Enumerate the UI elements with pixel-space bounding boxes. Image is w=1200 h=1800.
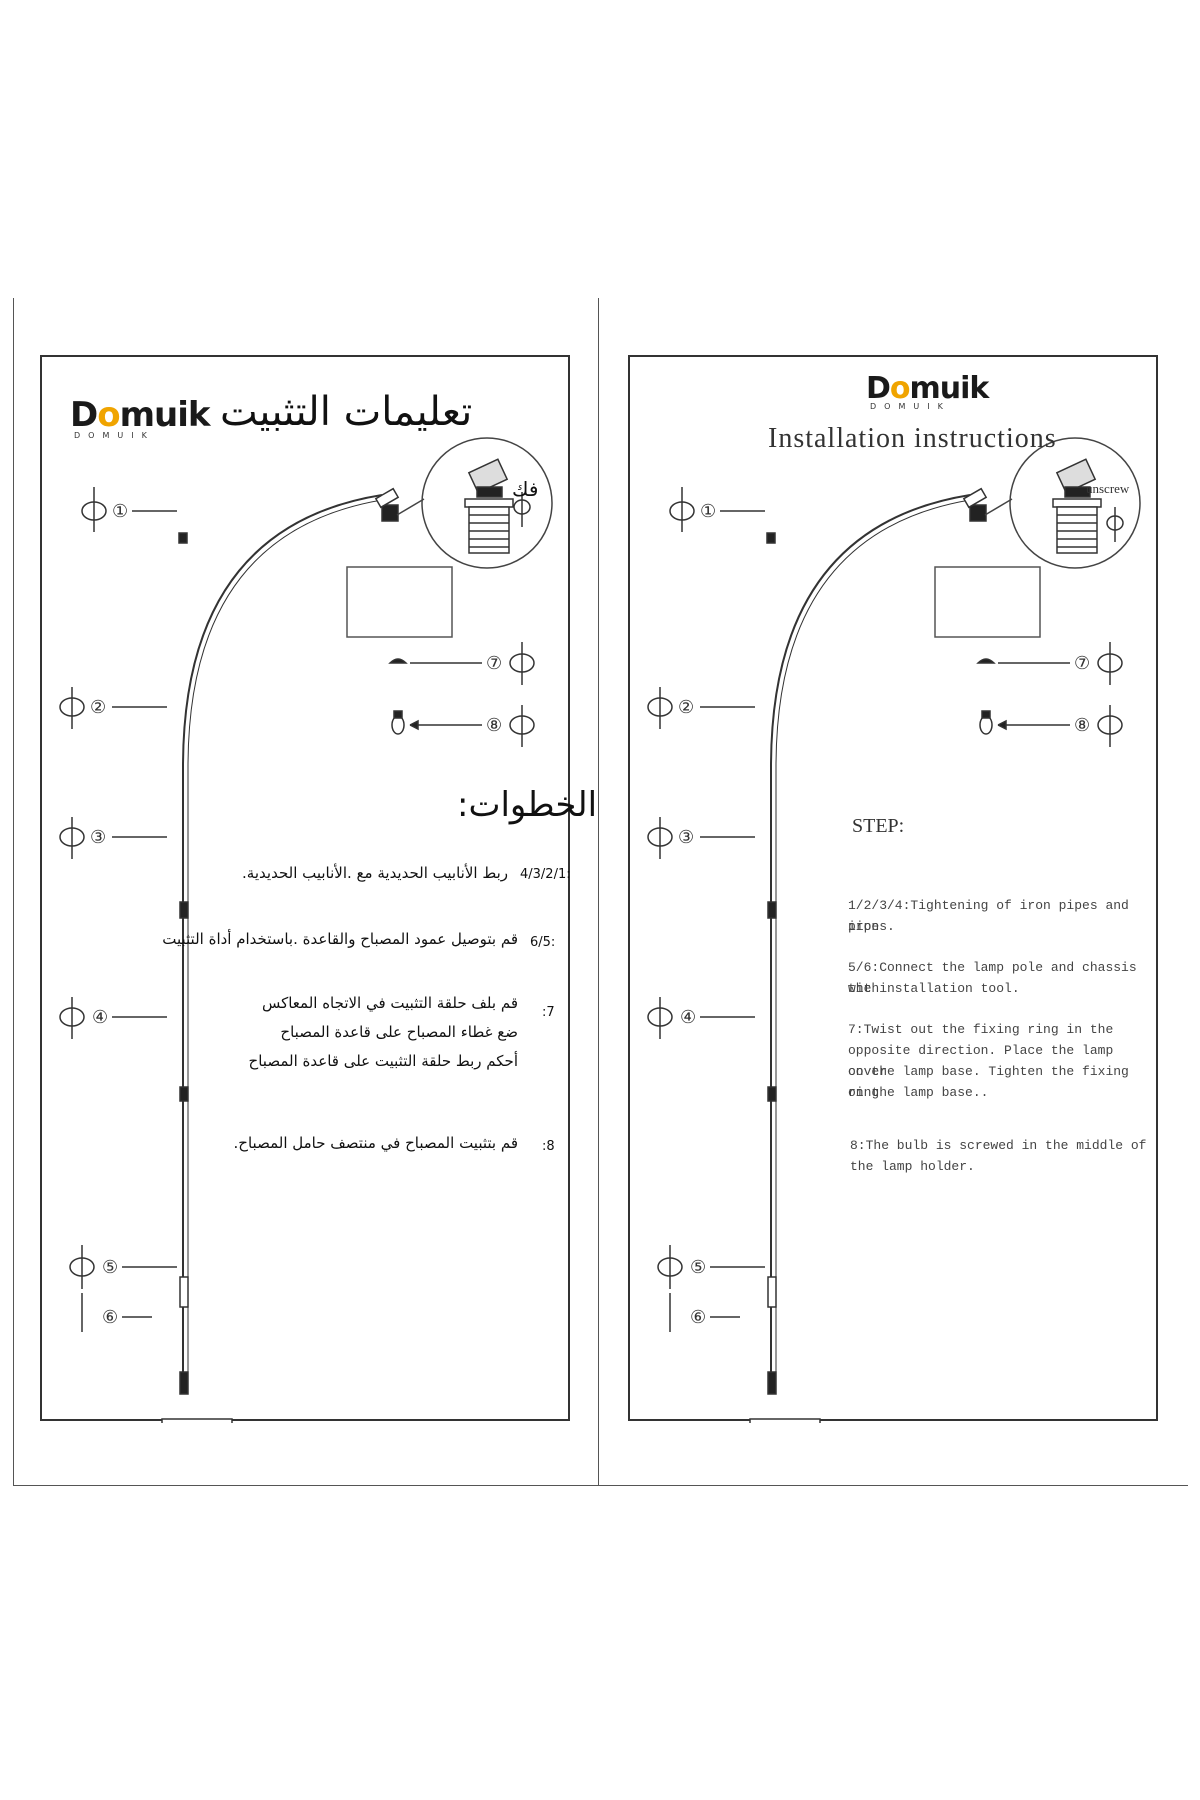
steps-heading: STEP: <box>852 815 905 837</box>
step-4-text: قم بتثبيت المصباح في منتصف حامل المصباح. <box>233 1134 518 1152</box>
english-instructions-panel: ① ② ③ ④ ⑤ ⑥ ⑦ ⑧ Domuik DOMUIK Installati… <box>628 355 1158 1423</box>
part-number-8: ⑧ <box>486 715 502 736</box>
page-title: Installation instructions <box>768 423 1057 454</box>
step-3-line-3: أحكم ربط حلقة التثبيت على قاعدة المصباح <box>248 1052 518 1070</box>
part-number-1: ① <box>700 501 716 522</box>
english-lamp-diagram: ① ② ③ ④ ⑤ ⑥ ⑦ ⑧ <box>647 437 1141 1423</box>
unscrew-label: unscrew <box>1086 481 1130 496</box>
part-number-1: ① <box>112 501 128 522</box>
step-1-text: ربط الأنابيب الحديدية مع .الأنابيب الحدي… <box>242 864 508 882</box>
step-2-number: 6/5: <box>530 935 556 950</box>
step-3-number: :7 <box>542 1005 555 1020</box>
part-number-6: ⑥ <box>102 1307 118 1328</box>
part-number-8: ⑧ <box>1074 715 1090 736</box>
step-4-number: :8 <box>542 1139 555 1154</box>
part-number-5: ⑤ <box>102 1257 118 1278</box>
center-fold-line <box>598 298 599 1485</box>
step-3-line-1: قم بلف حلقة التثبيت في الاتجاه المعاكس <box>261 994 518 1012</box>
part-number-2: ② <box>90 697 106 718</box>
part-number-7: ⑦ <box>1074 653 1090 674</box>
part-number-7: ⑦ <box>486 653 502 674</box>
arabic-instructions-panel: ① ② ③ ④ ⑤ ⑥ ⑦ ⑧ Domuik DOMUIK تعليمات ال… <box>40 355 597 1423</box>
left-fold-line <box>13 298 14 1485</box>
page-title: تعليمات التثبيت <box>220 389 473 435</box>
bottom-fold-line <box>13 1485 1188 1486</box>
part-number-6: ⑥ <box>690 1307 706 1328</box>
step-2-text: قم بتوصيل عمود المصباح والقاعدة .باستخدا… <box>162 930 518 948</box>
step-1-number: 4/3/2/1: <box>520 867 571 882</box>
brand-logo: Domuik DOMUIK <box>866 371 989 411</box>
part-number-4: ④ <box>92 1007 108 1028</box>
arabic-lamp-diagram: ① ② ③ ④ ⑤ ⑥ ⑦ ⑧ <box>59 437 553 1423</box>
steps-heading: الخطوات: <box>457 785 598 825</box>
part-number-5: ⑤ <box>690 1257 706 1278</box>
part-number-2: ② <box>678 697 694 718</box>
unscrew-label: فك <box>512 477 539 501</box>
part-number-3: ③ <box>90 827 106 848</box>
part-number-4: ④ <box>680 1007 696 1028</box>
part-number-3: ③ <box>678 827 694 848</box>
brand-logo: Domuik DOMUIK <box>70 395 210 440</box>
step-3-line-2: ضع غطاء المصباح على قاعدة المصباح <box>280 1023 518 1041</box>
